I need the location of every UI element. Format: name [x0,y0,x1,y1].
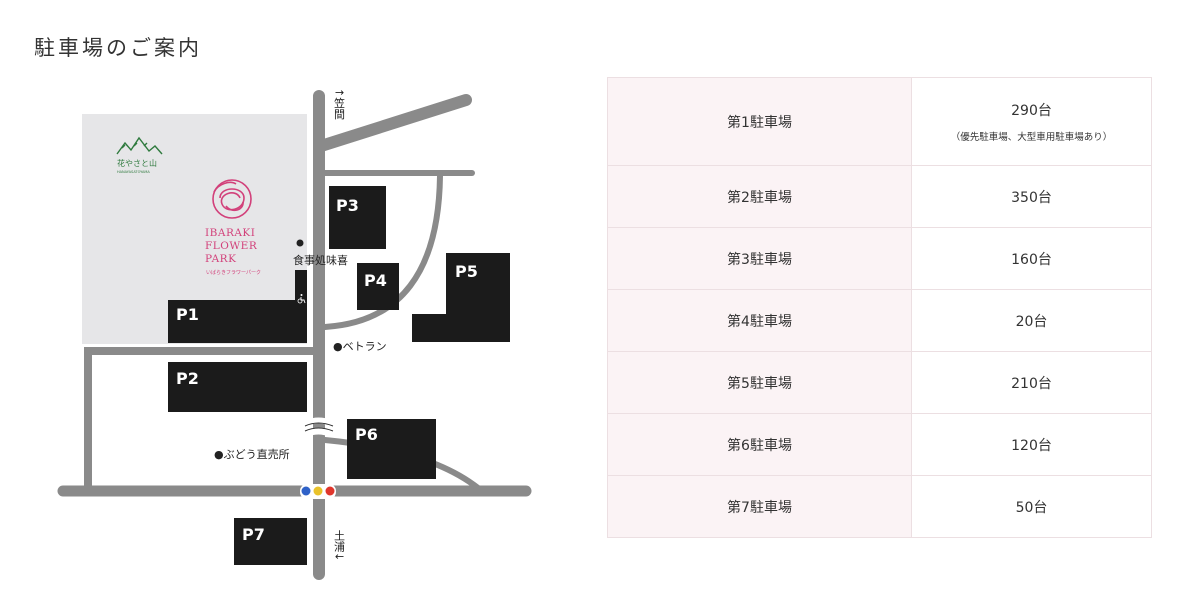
lot-count-cell: 210台 [911,351,1152,414]
park-logo-japanese: いばらきフラワーパーク [206,270,261,276]
direction-south-label: 土浦↓ [332,530,346,562]
grape-shop-label: ●ぶどう直売所 [214,448,290,461]
table-row: 第7駐車場 50台 [607,475,1152,538]
lot-p5-label: P5 [455,262,478,281]
lot-p3-label: P3 [336,196,359,215]
page-title: 駐車場のご案内 [34,36,202,61]
curved-road [322,173,443,330]
park-logo-line1: IBARAKI [205,227,256,239]
lot-count-cell: 20台 [911,289,1152,352]
parking-map: ↑笠間 土浦↓ IBARAKI FLOWER PARK いばらきフラワーパーク … [57,88,532,580]
lot-p3 [329,186,386,249]
park-logo-line2: FLOWER [205,240,258,252]
lot-count-cell: 290台 （優先駐車場、大型車用駐車場あり） [911,77,1152,166]
lot-p1 [168,300,307,343]
direction-north-label: ↑笠間 [332,88,346,120]
table-row: 第5駐車場 210台 [607,351,1152,414]
map-graphic [57,90,532,580]
lot-p4 [357,263,399,310]
hanayasato-logo-name: 花やさと山 [117,159,157,168]
lot-p2 [168,362,307,412]
park-logo-line3: PARK [205,253,237,265]
table-row: 第2駐車場 350台 [607,165,1152,228]
restaurant-label: 食事処味喜 [293,254,348,267]
hanayasato-logo-en: HANAYASATOYAMA [117,170,150,174]
lot-p6-label: P6 [355,425,378,444]
lot-p5 [412,253,510,342]
lot-name-cell: 第3駐車場 [607,227,912,290]
wheelchair-icon [295,292,307,304]
parking-capacity-table: 第1駐車場 290台 （優先駐車場、大型車用駐車場あり） 第2駐車場 350台 … [607,77,1152,538]
veteran-label: ●ベトラン [333,340,387,353]
lot-name-cell: 第1駐車場 [607,77,912,166]
lot-count-cell: 50台 [911,475,1152,538]
parking-lots [168,186,510,565]
table-row: 第4駐車場 20台 [607,289,1152,352]
lot-p7-label: P7 [242,525,265,544]
lot-name-cell: 第6駐車場 [607,413,912,476]
park-logo-icon [212,179,252,219]
table-row: 第1駐車場 290台 （優先駐車場、大型車用駐車場あり） [607,77,1152,166]
table-row: 第6駐車場 120台 [607,413,1152,476]
road-break-mark [304,417,334,437]
lot-name-cell: 第5駐車場 [607,351,912,414]
lot-count: 290台 [1011,103,1052,119]
lot-name-cell: 第2駐車場 [607,165,912,228]
lot-p1-label: P1 [176,305,199,324]
lot-name-cell: 第4駐車場 [607,289,912,352]
lot-p2-label: P2 [176,369,199,388]
lot-p7 [234,518,307,565]
lot-count-cell: 120台 [911,413,1152,476]
lot-note: （優先駐車場、大型車用駐車場あり） [950,132,1113,143]
lot-p4-label: P4 [364,271,387,290]
hanayasato-logo-icon [116,136,163,155]
restaurant-dot [296,239,304,247]
loop-road [84,347,313,491]
lot-count-cell: 350台 [911,165,1152,228]
table-row: 第3駐車場 160台 [607,227,1152,290]
lot-count-cell: 160台 [911,227,1152,290]
traffic-signal-icon [300,484,336,499]
kasama-branch-road [315,94,472,152]
lot-name-cell: 第7駐車場 [607,475,912,538]
lot-p6 [347,419,436,479]
